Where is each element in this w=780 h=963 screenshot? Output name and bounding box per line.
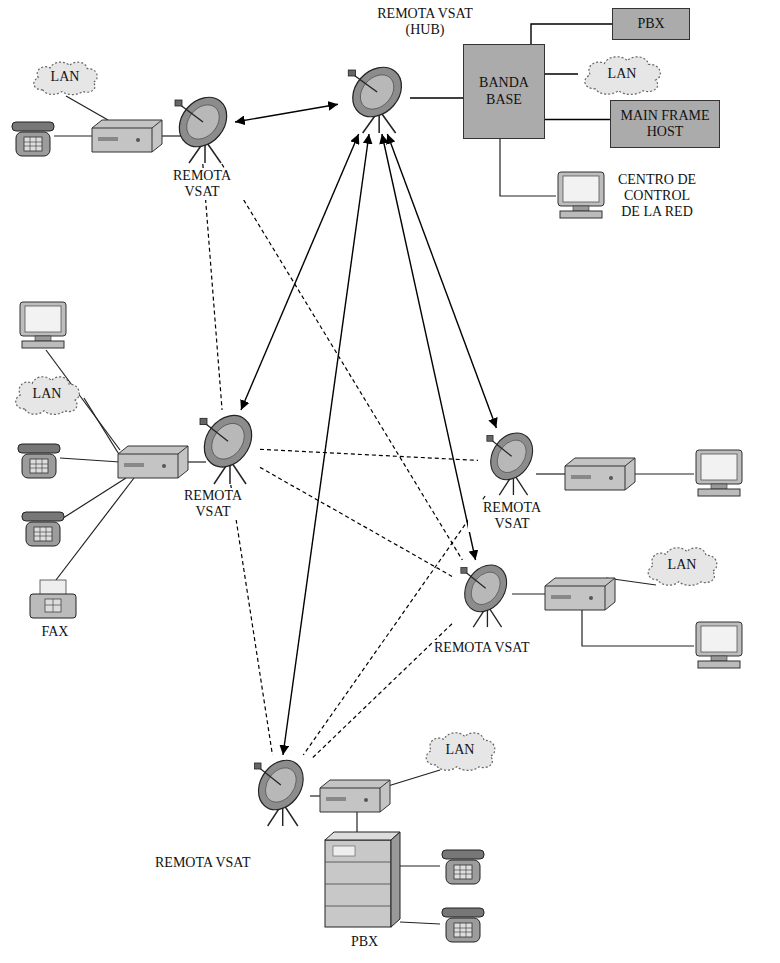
lan-cloud: LAN bbox=[420, 728, 500, 772]
node-text: LAN bbox=[446, 742, 475, 758]
lan-cloud: LAN bbox=[578, 52, 666, 96]
lan-cloud: LAN bbox=[642, 543, 722, 587]
satellite-link bbox=[241, 134, 359, 410]
vsat-dish: REMOTA VSAT bbox=[245, 755, 311, 827]
annotation-label: CENTRO DE CONTROL DE LA RED bbox=[613, 172, 701, 220]
vsat-dish: REMOTA VSAT bbox=[452, 560, 514, 628]
pbx-cabinet-icon bbox=[325, 832, 400, 927]
node-text: PBX bbox=[637, 16, 664, 32]
satellite-link bbox=[283, 134, 369, 755]
satellite-link bbox=[410, 97, 463, 98]
computer-icon bbox=[696, 622, 742, 668]
node-text: MAIN FRAME HOST bbox=[618, 108, 712, 140]
phone-icon bbox=[22, 512, 64, 546]
mainframe-box: MAIN FRAME HOST bbox=[610, 100, 720, 148]
modem-icon bbox=[545, 578, 615, 610]
annotation-label: PBX bbox=[340, 934, 389, 950]
satellite-link bbox=[531, 24, 612, 44]
station-label: REMOTA VSAT bbox=[153, 855, 252, 871]
wires bbox=[46, 96, 694, 924]
satellite-link bbox=[382, 134, 476, 560]
mesh-link bbox=[203, 164, 222, 410]
dish-icon bbox=[249, 751, 312, 826]
satellite-link bbox=[545, 73, 578, 74]
fax-icon bbox=[30, 580, 76, 618]
dish-icon bbox=[456, 556, 515, 627]
station-label: REMOTA VSAT bbox=[468, 500, 556, 532]
annotation-label: FAX bbox=[33, 624, 77, 640]
vsat-dish: REMOTA VSAT bbox=[478, 428, 540, 496]
modem-icon bbox=[565, 458, 635, 490]
node-text: LAN bbox=[51, 69, 80, 85]
vsat-dish: REMOTA VSAT bbox=[190, 410, 260, 485]
mesh-link bbox=[311, 624, 452, 759]
node-text: BANDA BASE bbox=[471, 75, 537, 107]
mesh-link bbox=[231, 485, 273, 755]
modem-icon bbox=[118, 446, 188, 478]
station-label: REMOTA VSAT (HUB) bbox=[368, 6, 482, 38]
phone-icon bbox=[442, 908, 484, 942]
satellite-link bbox=[387, 134, 496, 428]
node-text: LAN bbox=[668, 557, 697, 573]
lan-cloud: LAN bbox=[28, 58, 102, 96]
mesh-link bbox=[260, 467, 452, 576]
computer-icon bbox=[696, 450, 742, 496]
modem-icon bbox=[92, 120, 162, 152]
satellite-link bbox=[545, 119, 610, 120]
station-label: REMOTA VSAT bbox=[432, 640, 531, 656]
phone-icon bbox=[18, 444, 60, 478]
vsat-dish: REMOTA VSAT bbox=[165, 92, 235, 164]
computer-icon bbox=[558, 172, 604, 218]
mesh-link bbox=[260, 449, 478, 460]
hub-dish-icon bbox=[343, 58, 412, 133]
phone-icon bbox=[442, 850, 484, 884]
satellite-link bbox=[235, 104, 338, 122]
mesh-link bbox=[303, 496, 485, 755]
dish-icon bbox=[195, 406, 262, 484]
lan-cloud: LAN bbox=[10, 372, 84, 416]
station-label: REMOTA VSAT bbox=[157, 168, 247, 200]
dish-icon bbox=[170, 88, 237, 163]
dish-icon bbox=[482, 424, 541, 495]
node-text: LAN bbox=[33, 386, 62, 402]
station-label: REMOTA VSAT bbox=[168, 488, 258, 520]
computer-icon bbox=[20, 302, 66, 348]
node-text: LAN bbox=[608, 66, 637, 82]
baseband-box: BANDA BASE bbox=[463, 44, 545, 139]
phone-icon bbox=[12, 122, 54, 156]
hub-dish: REMOTA VSAT (HUB) bbox=[338, 62, 410, 134]
pbx-box: PBX bbox=[612, 8, 690, 40]
modem-icon bbox=[320, 780, 390, 812]
